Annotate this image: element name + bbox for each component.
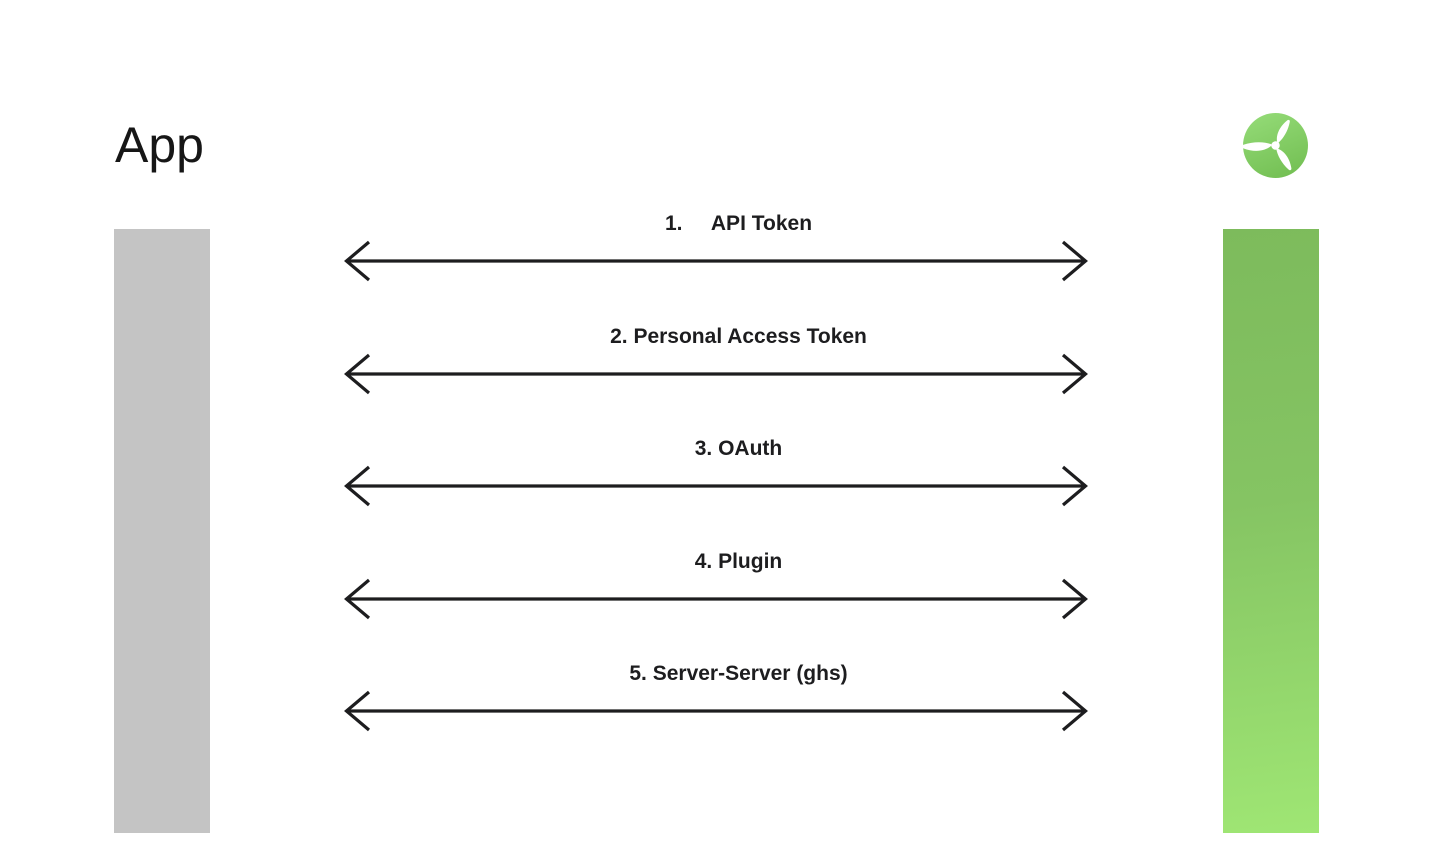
message-row-3: 3. OAuth bbox=[344, 436, 1088, 510]
propeller-logo-icon bbox=[1241, 113, 1308, 178]
double-arrow-icon bbox=[344, 578, 1088, 620]
message-row-2: 2. Personal Access Token bbox=[344, 324, 1088, 398]
double-arrow-icon bbox=[344, 240, 1088, 282]
double-arrow-icon bbox=[344, 690, 1088, 732]
propeller-logo-svg bbox=[1241, 113, 1308, 178]
message-label: 1. API Token bbox=[664, 212, 813, 235]
message-row-4: 4. Plugin bbox=[344, 549, 1088, 623]
message-row-1: 1. API Token bbox=[344, 211, 1088, 285]
message-label: 4. Plugin bbox=[694, 550, 783, 573]
message-label: 2. Personal Access Token bbox=[610, 325, 867, 348]
double-arrow-icon bbox=[344, 465, 1088, 507]
message-label: 5. Server-Server (ghs) bbox=[629, 662, 848, 685]
message-label: 3. OAuth bbox=[694, 437, 783, 460]
app-entity-label: App bbox=[115, 117, 204, 173]
double-arrow-icon bbox=[344, 353, 1088, 395]
app-lifeline-bar bbox=[114, 229, 210, 833]
message-row-5: 5. Server-Server (ghs) bbox=[344, 661, 1088, 735]
service-lifeline-bar bbox=[1223, 229, 1319, 833]
